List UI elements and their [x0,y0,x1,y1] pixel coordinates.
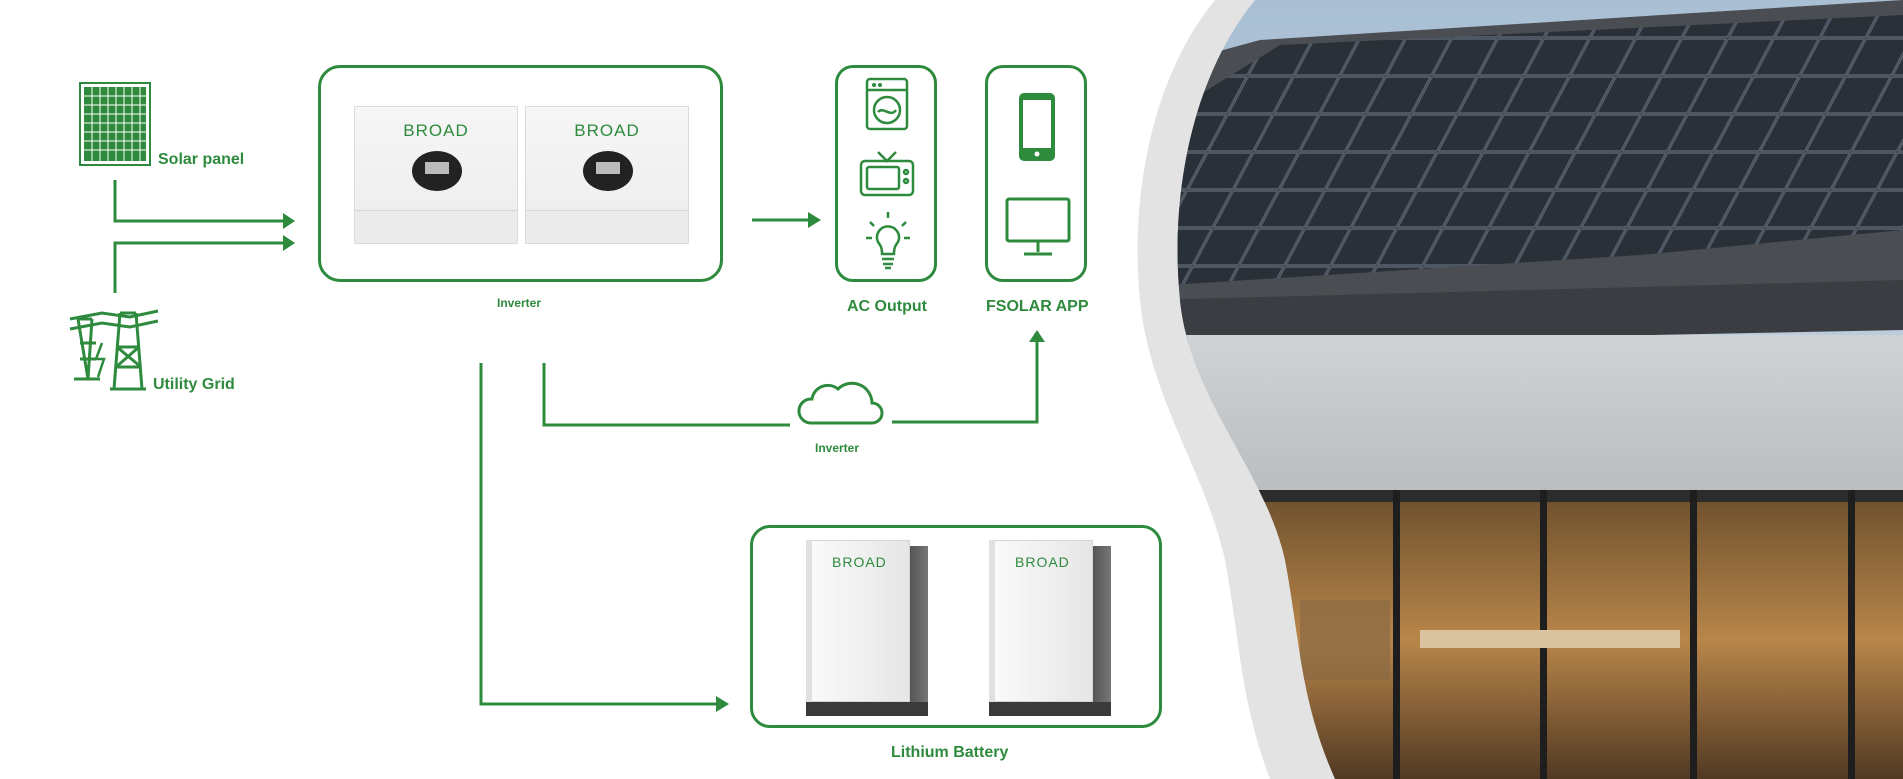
app-label: FSOLAR APP [986,298,1089,316]
inverter-unit-2: BROAD [525,106,689,244]
brand-logo: BROAD [355,121,517,141]
inverter-to-battery-line [481,363,718,704]
washing-machine-icon [864,76,910,132]
cloud-label: Inverter [815,441,859,455]
app-frame [985,65,1087,282]
grid-to-inverter-line [115,243,286,293]
brand-logo: BROAD [832,554,887,570]
inverter-label: Inverter [497,296,541,310]
solar-to-inverter-line [115,180,286,221]
ac-output-frame [835,65,937,282]
battery-frame: BROAD BROAD [750,525,1162,728]
inverter-display [583,151,633,191]
battery-unit-2: BROAD [989,540,1111,716]
arrow-solar [283,213,295,229]
arrow-ac [808,212,821,228]
smartphone-icon [1017,91,1057,163]
cloud-to-app-line [892,340,1037,422]
inverter-to-cloud-line [544,363,790,425]
arrow-app [1029,330,1045,342]
tv-icon [858,148,916,200]
cloud-icon [796,377,886,427]
light-bulb-icon [864,208,912,272]
inverter-unit-1: BROAD [354,106,518,244]
ac-output-label: AC Output [847,298,927,316]
monitor-icon [1004,196,1072,258]
inverter-frame: BROAD BROAD [318,65,723,282]
battery-unit-1: BROAD [806,540,928,716]
inverter-display [412,151,462,191]
arrow-grid [283,235,295,251]
brand-logo: BROAD [1015,554,1070,570]
battery-label: Lithium Battery [891,744,1008,762]
arrow-battery [716,696,729,712]
brand-logo: BROAD [526,121,688,141]
